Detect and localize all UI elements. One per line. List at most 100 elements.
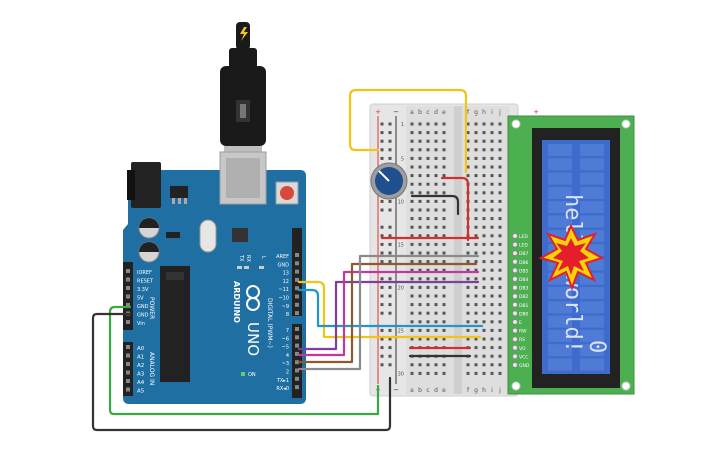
breadboard-hole[interactable] [410,311,414,315]
breadboard-hole[interactable] [434,268,438,272]
breadboard-hole[interactable] [434,131,438,135]
breadboard-hole[interactable] [482,354,486,358]
breadboard-hole[interactable] [466,131,470,135]
breadboard-hole[interactable] [466,148,470,152]
rail-hole[interactable] [388,139,392,143]
rail-hole[interactable] [388,225,392,229]
breadboard-hole[interactable] [474,182,478,186]
rail-hole[interactable] [388,122,392,126]
breadboard-hole[interactable] [474,165,478,169]
breadboard-hole[interactable] [418,242,422,246]
breadboard-hole[interactable] [474,242,478,246]
breadboard-hole[interactable] [410,208,414,212]
breadboard-hole[interactable] [490,148,494,152]
breadboard-hole[interactable] [474,337,478,341]
breadboard-hole[interactable] [482,337,486,341]
breadboard-hole[interactable] [442,242,446,246]
breadboard-hole[interactable] [418,311,422,315]
breadboard-hole[interactable] [434,148,438,152]
breadboard-hole[interactable] [418,199,422,203]
rail-hole[interactable] [388,199,392,203]
rail-hole[interactable] [380,294,384,298]
breadboard-hole[interactable] [410,294,414,298]
breadboard-hole[interactable] [418,303,422,307]
rail-hole[interactable] [380,251,384,255]
breadboard-hole[interactable] [498,191,502,195]
breadboard-hole[interactable] [466,328,470,332]
lcd-pin[interactable] [512,344,518,351]
breadboard-hole[interactable] [442,328,446,332]
breadboard-hole[interactable] [418,337,422,341]
rail-hole[interactable] [380,139,384,143]
digital-pin[interactable] [295,335,299,340]
breadboard-hole[interactable] [434,363,438,367]
breadboard-hole[interactable] [410,225,414,229]
breadboard-hole[interactable] [498,320,502,324]
breadboard-hole[interactable] [466,371,470,375]
breadboard-hole[interactable] [434,320,438,324]
breadboard-hole[interactable] [482,234,486,238]
breadboard-hole[interactable] [426,217,430,221]
breadboard-hole[interactable] [418,122,422,126]
breadboard-hole[interactable] [426,371,430,375]
breadboard-hole[interactable] [498,182,502,186]
breadboard-hole[interactable] [490,122,494,126]
breadboard-hole[interactable] [410,328,414,332]
breadboard-hole[interactable] [474,320,478,324]
breadboard-hole[interactable] [474,234,478,238]
breadboard-hole[interactable] [418,217,422,221]
breadboard-hole[interactable] [442,174,446,178]
digital-pin[interactable] [295,277,299,282]
breadboard-hole[interactable] [482,208,486,212]
breadboard-hole[interactable] [410,251,414,255]
breadboard-hole[interactable] [498,242,502,246]
digital-pin[interactable] [295,376,299,381]
breadboard-hole[interactable] [410,337,414,341]
rail-hole[interactable] [380,354,384,358]
digital-pin[interactable] [295,351,299,356]
breadboard-hole[interactable] [482,328,486,332]
breadboard-hole[interactable] [466,260,470,264]
rail-hole[interactable] [388,234,392,238]
lcd-pin[interactable] [512,258,518,265]
breadboard-hole[interactable] [442,268,446,272]
breadboard-hole[interactable] [442,165,446,169]
breadboard-hole[interactable] [426,182,430,186]
power-pin[interactable] [126,294,130,299]
digital-pin[interactable] [295,368,299,373]
rail-hole[interactable] [380,122,384,126]
lcd-pin[interactable] [512,336,518,343]
breadboard-hole[interactable] [418,294,422,298]
breadboard-hole[interactable] [490,303,494,307]
breadboard-hole[interactable] [482,225,486,229]
breadboard-hole[interactable] [490,191,494,195]
rail-hole[interactable] [388,354,392,358]
lcd-pin[interactable] [512,241,518,248]
rail-hole[interactable] [380,225,384,229]
breadboard-hole[interactable] [490,354,494,358]
breadboard-hole[interactable] [490,311,494,315]
breadboard-hole[interactable] [490,260,494,264]
breadboard-hole[interactable] [474,251,478,255]
breadboard-hole[interactable] [490,251,494,255]
breadboard-hole[interactable] [498,208,502,212]
breadboard-hole[interactable] [434,311,438,315]
breadboard-hole[interactable] [466,242,470,246]
breadboard-hole[interactable] [474,217,478,221]
breadboard-hole[interactable] [498,225,502,229]
breadboard-hole[interactable] [410,303,414,307]
breadboard-hole[interactable] [442,311,446,315]
breadboard-hole[interactable] [474,294,478,298]
breadboard-hole[interactable] [482,303,486,307]
breadboard-hole[interactable] [498,363,502,367]
rail-hole[interactable] [380,346,384,350]
rail-hole[interactable] [388,285,392,289]
breadboard-hole[interactable] [466,320,470,324]
breadboard-hole[interactable] [434,277,438,281]
rail-hole[interactable] [380,156,384,160]
breadboard-hole[interactable] [442,337,446,341]
breadboard-hole[interactable] [418,156,422,160]
breadboard-hole[interactable] [474,174,478,178]
breadboard-hole[interactable] [466,156,470,160]
breadboard-hole[interactable] [426,268,430,272]
